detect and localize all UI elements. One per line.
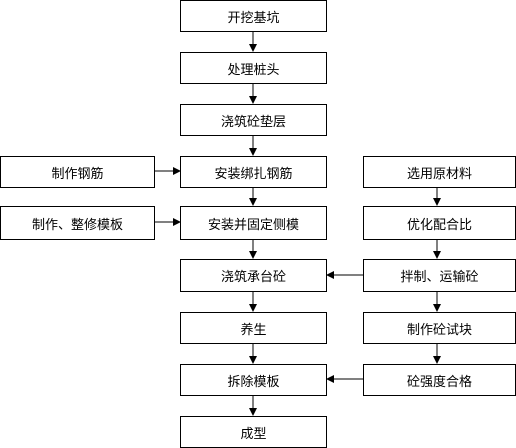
node-make-rebar: 制作钢筋 xyxy=(0,156,155,188)
node-cure: 养生 xyxy=(180,312,327,344)
node-test-block: 制作砼试块 xyxy=(363,312,516,344)
node-demold: 拆除模板 xyxy=(180,364,327,396)
node-excavate: 开挖基坑 xyxy=(180,0,327,32)
node-make-form: 制作、整修模板 xyxy=(0,206,155,240)
node-side-form: 安装并固定侧模 xyxy=(180,206,327,240)
node-pile-head: 处理桩头 xyxy=(180,52,327,84)
node-mix-transport: 拌制、运输砼 xyxy=(363,259,516,292)
node-materials: 选用原材料 xyxy=(363,156,516,188)
node-cushion: 浇筑砼垫层 xyxy=(180,104,327,136)
node-finish: 成型 xyxy=(180,416,327,448)
node-pour-cap: 浇筑承台砼 xyxy=(180,259,327,292)
node-strength-ok: 砼强度合格 xyxy=(363,364,516,396)
node-mix-opt: 优化配合比 xyxy=(363,206,516,240)
node-rebar-install: 安装绑扎钢筋 xyxy=(180,156,327,188)
